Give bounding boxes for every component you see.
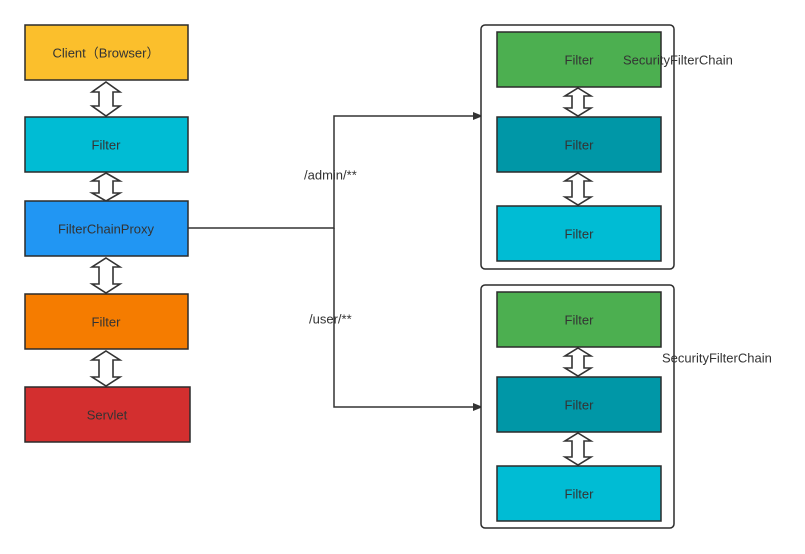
left-double-arrows bbox=[88, 81, 124, 387]
filter-bottom-label: Filter bbox=[92, 315, 122, 330]
security-filter-chain-admin: Filter Filter Filter bbox=[480, 24, 675, 270]
filter-top-label: Filter bbox=[92, 138, 122, 153]
chain-admin-label: SecurityFilterChain bbox=[623, 53, 733, 68]
servlet-label: Servlet bbox=[87, 408, 128, 423]
user-route-line bbox=[333, 228, 483, 411]
client-node: Client（Browser） bbox=[24, 24, 189, 81]
chain-user-filter-1-label: Filter bbox=[565, 313, 595, 328]
chain-user-filter-2: Filter bbox=[496, 376, 662, 433]
double-arrow-icon bbox=[562, 347, 594, 377]
route-connectors bbox=[188, 112, 483, 411]
chain-user-filter-3-label: Filter bbox=[565, 487, 595, 502]
chain-admin-filter-3-label: Filter bbox=[565, 227, 595, 242]
user-route-label: /user/** bbox=[309, 312, 352, 327]
double-arrow-icon bbox=[562, 172, 594, 206]
security-filter-chain-user: Filter Filter Filter bbox=[480, 284, 675, 529]
double-arrow-icon bbox=[88, 172, 124, 202]
client-label: Client（Browser） bbox=[53, 46, 160, 61]
filter-node-top: Filter bbox=[24, 116, 189, 173]
double-arrow-icon bbox=[562, 87, 594, 117]
chain-user-label: SecurityFilterChain bbox=[662, 351, 772, 366]
servlet-node: Servlet bbox=[24, 386, 191, 443]
chain-admin-filter-2-label: Filter bbox=[565, 138, 595, 153]
double-arrow-icon bbox=[89, 81, 123, 117]
admin-route-line bbox=[188, 112, 483, 229]
double-arrow-icon bbox=[89, 257, 123, 294]
filter-chain-proxy-node: FilterChainProxy bbox=[24, 200, 189, 257]
chain-admin-filter-1: Filter bbox=[496, 31, 662, 88]
double-arrow-icon bbox=[562, 432, 594, 466]
double-arrow-icon bbox=[89, 350, 123, 387]
chain-user-filter-3: Filter bbox=[496, 465, 662, 522]
filter-node-bottom: Filter bbox=[24, 293, 189, 350]
chain-admin-filter-2: Filter bbox=[496, 116, 662, 173]
chain-admin-filter-1-label: Filter bbox=[565, 53, 595, 68]
chain-admin-filter-3: Filter bbox=[496, 205, 662, 262]
chain-user-filter-2-label: Filter bbox=[565, 398, 595, 413]
proxy-label: FilterChainProxy bbox=[58, 222, 155, 237]
admin-route-label: /admin/** bbox=[304, 168, 357, 183]
chain-user-filter-1: Filter bbox=[496, 291, 662, 348]
